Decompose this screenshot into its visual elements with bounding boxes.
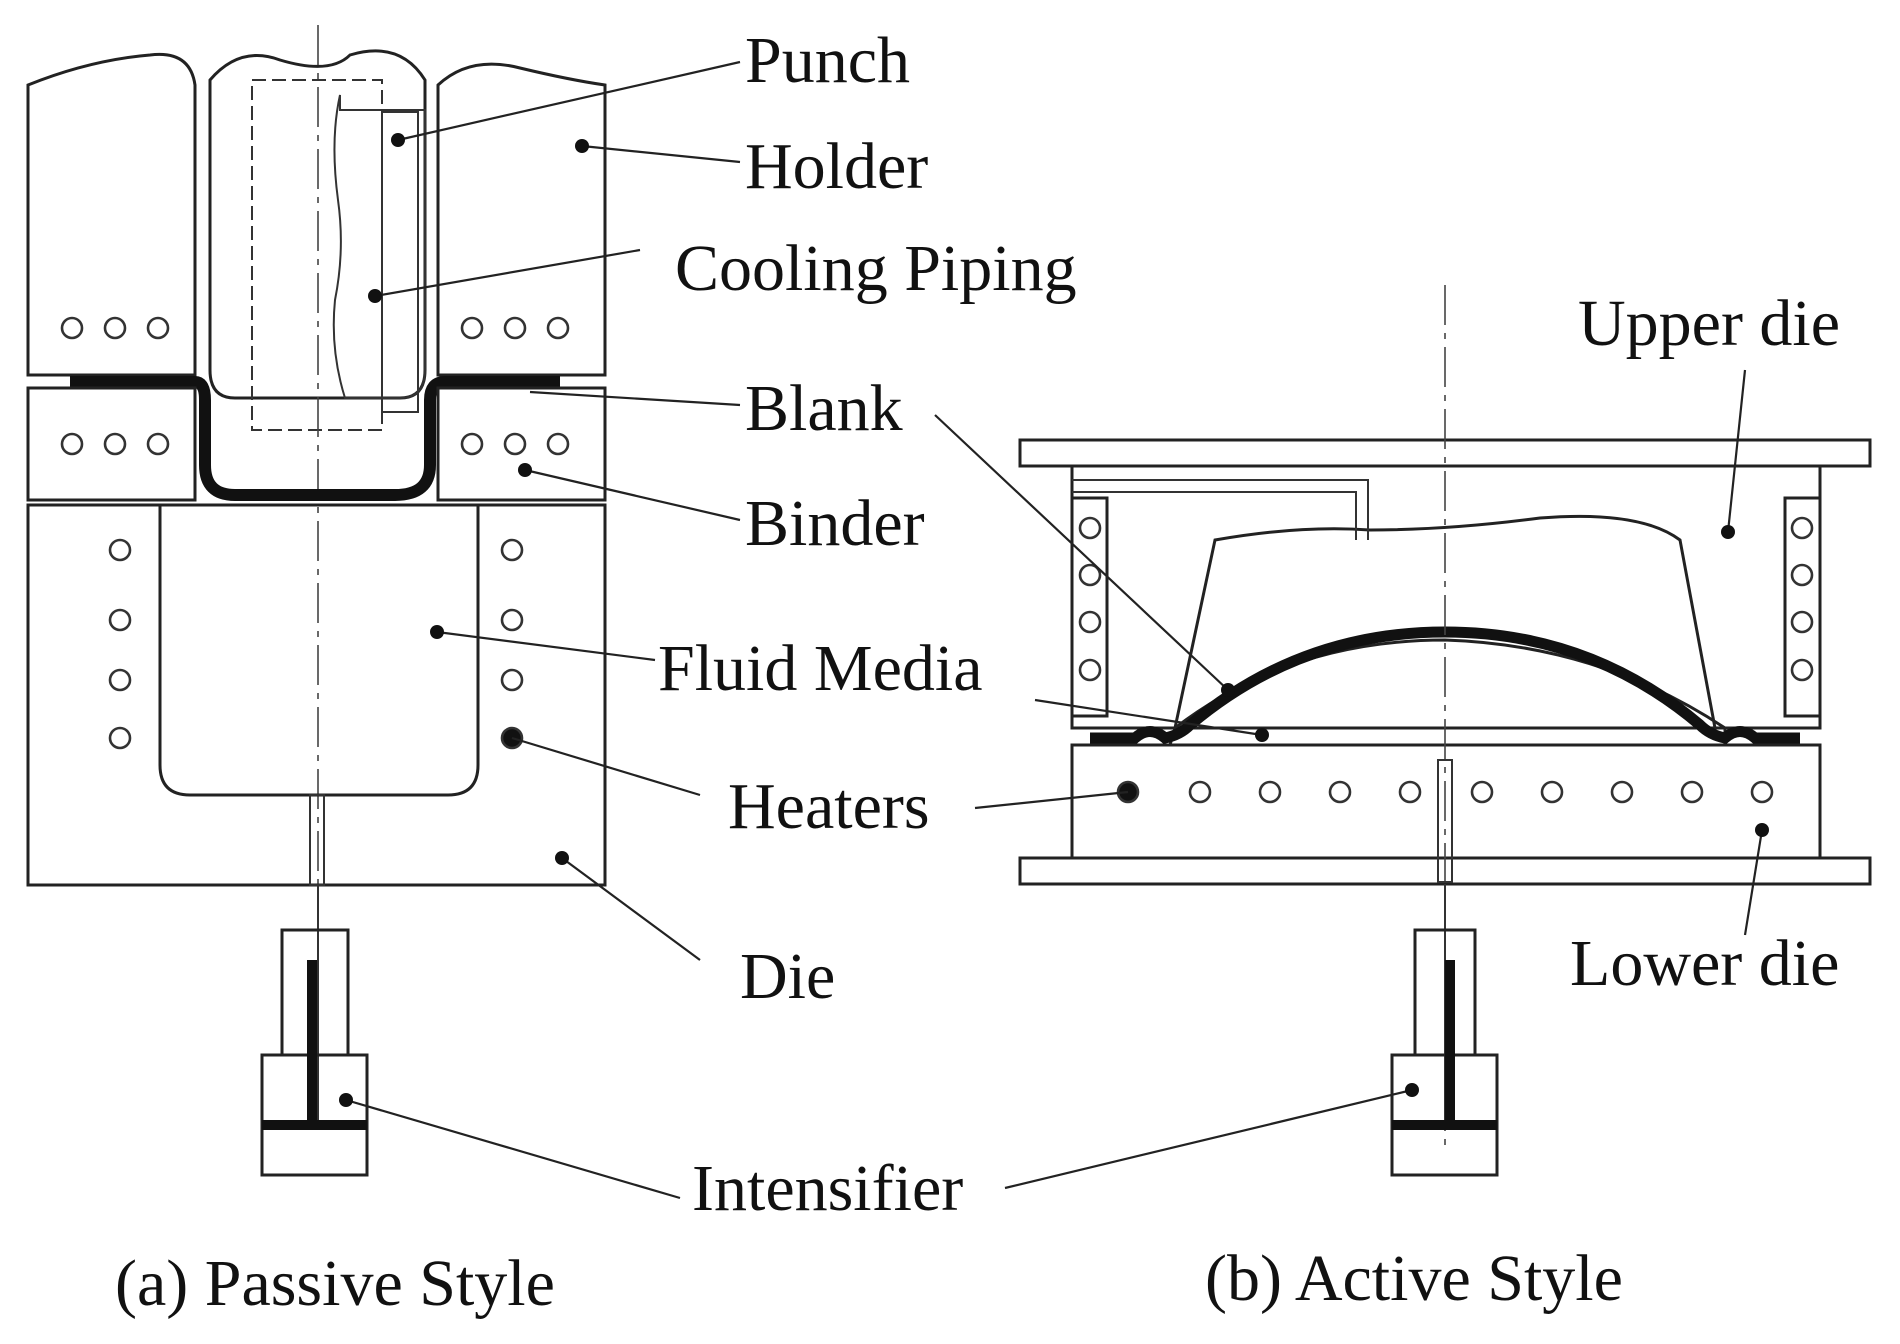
label-upper-die: Upper die <box>1578 287 1840 360</box>
label-heaters: Heaters <box>728 770 930 843</box>
intensifier-a <box>260 885 369 1177</box>
leader-punch <box>397 60 741 142</box>
leader-heaters-a <box>511 736 701 797</box>
label-holder: Holder <box>745 130 928 203</box>
heater-holes-lower <box>1116 780 1774 804</box>
leader-fluid-a <box>436 630 656 662</box>
heater-holes-binder <box>60 432 570 456</box>
holder-left <box>26 52 197 377</box>
holder-right <box>436 62 607 377</box>
label-die: Die <box>740 940 835 1013</box>
leader-heaters-b <box>974 790 1129 810</box>
leader-holder <box>581 144 741 164</box>
label-cooling-piping: Cooling Piping <box>675 232 1077 305</box>
label-binder: Binder <box>745 487 925 560</box>
leader-die-a <box>561 857 701 961</box>
leader-cooling <box>374 248 641 298</box>
label-lower-die: Lower die <box>1570 927 1839 1000</box>
label-punch: Punch <box>745 24 910 97</box>
cooling-holes-holder <box>60 316 570 340</box>
lower-die <box>1070 743 1822 860</box>
label-intensifier: Intensifier <box>692 1152 963 1225</box>
heater-holes-die <box>108 538 524 750</box>
binder-right <box>436 386 607 502</box>
label-blank: Blank <box>745 372 903 445</box>
leader-binder <box>524 468 741 522</box>
passive-style-diagram <box>26 25 741 1200</box>
die-a <box>26 503 607 887</box>
leader-intensifier-b <box>1004 1088 1413 1190</box>
punch <box>208 49 427 400</box>
leader-upper-die <box>1726 369 1747 533</box>
blank-a <box>70 376 560 501</box>
punch-section <box>332 94 426 399</box>
caption-a: (a) Passive Style <box>115 1247 555 1320</box>
cooling-piping <box>251 79 383 431</box>
active-style-diagram <box>934 285 1872 1190</box>
intensifier-b <box>1390 884 1499 1177</box>
label-fluid-media: Fluid Media <box>658 632 983 705</box>
caption-b: (b) Active Style <box>1205 1242 1623 1315</box>
leader-blank-a <box>529 390 741 407</box>
fluid-media-a <box>158 503 480 797</box>
heater-holes-side <box>1078 516 1814 682</box>
upper-die-cavity <box>1173 514 1717 730</box>
binder-left <box>26 386 197 502</box>
leader-intensifier-a <box>345 1098 681 1200</box>
leader-fluid-b <box>1034 698 1263 737</box>
leader-blank-b <box>934 414 1229 691</box>
leader-lower-die <box>1743 829 1764 936</box>
